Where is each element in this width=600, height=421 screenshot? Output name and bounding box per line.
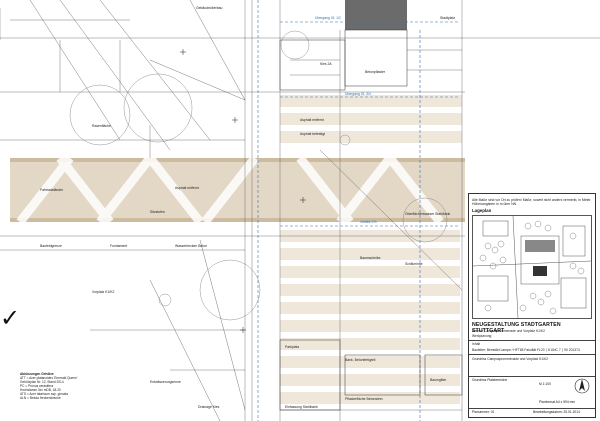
building-outlines <box>279 29 463 411</box>
check-mark-icon: ✓ <box>0 304 21 332</box>
label-asphalt-1: Asphalt entfernt <box>300 118 324 122</box>
label-kies: Kies 2A <box>320 62 332 66</box>
legend-line: Hochstamm 3xv mDB, 18-20 <box>20 388 61 392</box>
label-blue-3: Gefälle 2% <box>360 220 377 224</box>
map-highlight <box>533 266 547 276</box>
map-label: Lageplan <box>472 208 492 213</box>
label-rasen: Rasenfläche <box>92 124 111 128</box>
label-oberflaechenwasser: Oberflächenwasser Stahlbank <box>405 212 451 216</box>
label-stadtplatz: Stadtplatz <box>440 16 456 20</box>
location-map <box>472 215 592 319</box>
label-pflaster: Pflasterfläche Betonstein <box>345 397 383 401</box>
label-blue-1: Übergang Gl. 1/2 <box>315 16 341 20</box>
legend-line: ALN = Betula Heckenkirsche <box>20 396 61 400</box>
inhalt-label: Inhalt <box>472 342 481 346</box>
label-vorplatz: Vorplatz K1/K2 <box>92 290 115 294</box>
label-fundament: Fundament <box>110 244 128 248</box>
label-parkplatz: Parkplatz <box>285 345 300 349</box>
building-block <box>345 0 407 30</box>
divider <box>469 376 595 377</box>
divider <box>469 408 595 409</box>
label-top-center: Gebäudeüberbau <box>196 6 223 10</box>
label-wasserbecken: Wasserbecken Beton <box>175 244 208 248</box>
legend-line: PC = Prunus cerasifera <box>20 384 54 388</box>
table-label: Grundriss Platzbereiche <box>472 378 508 382</box>
label-rinne: Entwässerungsrinne <box>150 380 181 384</box>
label-baumgitter: Baumgitter <box>430 378 447 382</box>
project-title: NEUGESTALTUNG STADTGARTEN STUTTGART <box>472 322 561 334</box>
date-label: Bearbeitungsdatum: 25.01.2014 <box>533 410 580 414</box>
label-einfassung: Einfassung Stahlbank <box>285 405 318 409</box>
project-subtitle: Bereich Campusprommenade und Vorplatz K1… <box>472 329 545 333</box>
paving-band-edge-top <box>10 158 465 162</box>
section-label: Werkplanung <box>472 334 492 338</box>
client-line: Bauleiter: Benedikt Lampe / HFT65 Fakult… <box>472 348 580 352</box>
tree-circles <box>69 30 448 321</box>
diagonal-beams <box>16 155 444 225</box>
plot-format: Planformat A4 x 594 mm <box>539 400 576 404</box>
note-text: Alle Maße sind vor Ort zu prüfen! Maße, … <box>472 198 592 207</box>
label-fahrradstaender: Fahrradständer <box>40 188 64 192</box>
paving-band-edge-bottom <box>10 218 465 222</box>
scale-label: M 1:100 <box>539 382 551 386</box>
label-asphalt-2: Asphalt befestigt <box>300 132 326 136</box>
location-map-drawing <box>473 216 591 318</box>
label-baufeldgrenze: Baufeldgrenze <box>40 244 62 248</box>
survey-markers <box>180 49 306 333</box>
legend-line: ATT = Acer platanoides 'Emerald Queen' <box>20 376 78 380</box>
label-betonpflaster: Betonpflaster <box>365 70 385 74</box>
legend-line: Gehölzplan Nr. 12, Stand 2014 <box>20 380 64 384</box>
legend-line: ATS = Acer tataricum ssp. ginnala <box>20 392 68 396</box>
label-drainage: Drainage Kies <box>198 405 220 409</box>
label-baumscheibe: Baumscheibe <box>360 256 381 260</box>
legend-heading: Abkürzungen Gehölze <box>20 372 54 376</box>
label-blue-2: Übergang Gl. 3/4 <box>345 92 371 96</box>
label-schlitzrinne: Schlitzrinne <box>405 262 423 266</box>
label-sitzstufen: Sitzstufen <box>150 210 165 214</box>
abbreviation-legend: Abkürzungen Gehölze ATT = Acer platanoid… <box>20 372 98 400</box>
plan-number: Planummer: 01 <box>472 410 495 414</box>
label-asphalt-3: Asphalt entfernt <box>175 186 199 190</box>
divider <box>469 340 595 341</box>
divider <box>469 354 595 355</box>
north-arrow-icon <box>574 378 590 394</box>
content-line: Grundriss Campusprommenade und Vorplatz … <box>472 357 549 361</box>
label-bank: Bank, Betonfertigteil <box>345 358 376 362</box>
title-block: Alle Maße sind vor Ort zu prüfen! Maße, … <box>468 193 596 418</box>
